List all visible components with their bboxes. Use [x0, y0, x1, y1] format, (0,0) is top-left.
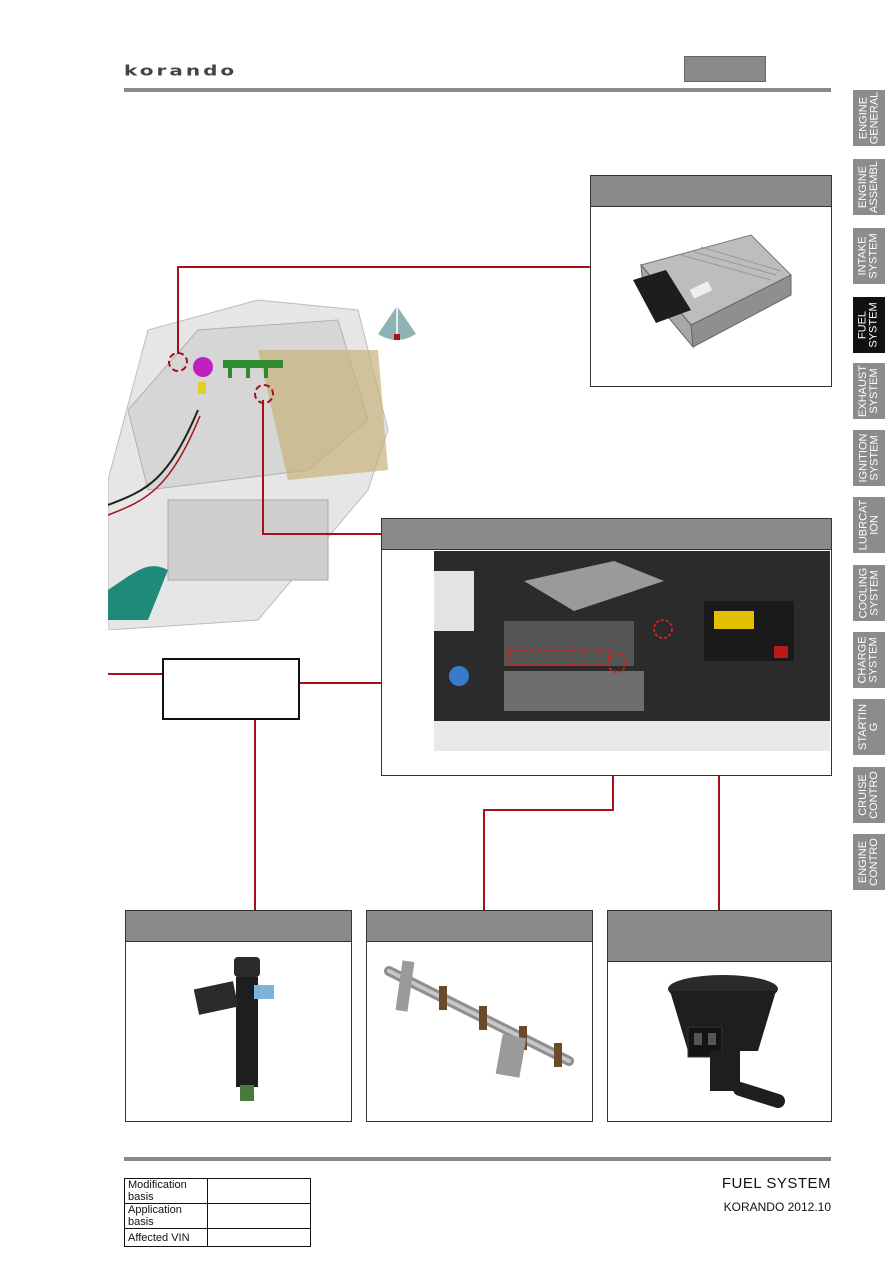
header-page-box	[684, 56, 766, 82]
leader-line	[262, 533, 382, 535]
vehicle-cutaway-illustration	[108, 290, 398, 630]
engine-bay-panel	[381, 518, 832, 776]
ecu-image	[591, 207, 831, 355]
korando-logo: korando	[124, 62, 238, 79]
purge-valve-panel-header	[608, 911, 831, 962]
ecu-panel-header	[591, 176, 831, 207]
revision-table: Modification basis Application basis Aff…	[124, 1178, 311, 1247]
leader-line	[718, 655, 720, 910]
injector-image	[188, 957, 288, 1107]
callout-engine-location	[254, 384, 274, 404]
leader-line	[254, 716, 256, 910]
orientation-compass-icon	[376, 304, 418, 348]
footer-model-date: KORANDO 2012.10	[723, 1200, 831, 1214]
leader-line	[177, 266, 179, 354]
engine-bay-photo	[434, 551, 830, 751]
table-row: Modification basis	[124, 1178, 311, 1204]
leader-line	[177, 266, 590, 268]
fuel-rail-image	[379, 951, 584, 1101]
callout-ecu-location	[168, 352, 188, 372]
component-label-box	[162, 658, 300, 720]
leader-line	[483, 809, 485, 910]
header-rule	[124, 88, 831, 92]
injector-panel-header	[126, 911, 351, 942]
footer-section-title: FUEL SYSTEM	[721, 1175, 831, 1192]
leader-line	[483, 809, 614, 811]
leader-line	[108, 673, 164, 675]
engine-bay-panel-header	[382, 519, 831, 550]
fuel-rail-panel	[366, 910, 593, 1122]
leader-line	[262, 400, 264, 534]
ecu-panel	[590, 175, 832, 387]
purge-valve-panel	[607, 910, 832, 1122]
footer-rule	[124, 1157, 831, 1161]
fuel-rail-panel-header	[367, 911, 592, 942]
table-row: Affected VIN	[124, 1228, 311, 1247]
injector-panel	[125, 910, 352, 1122]
table-row: Application basis	[124, 1203, 311, 1229]
purge-valve-image	[648, 971, 798, 1111]
